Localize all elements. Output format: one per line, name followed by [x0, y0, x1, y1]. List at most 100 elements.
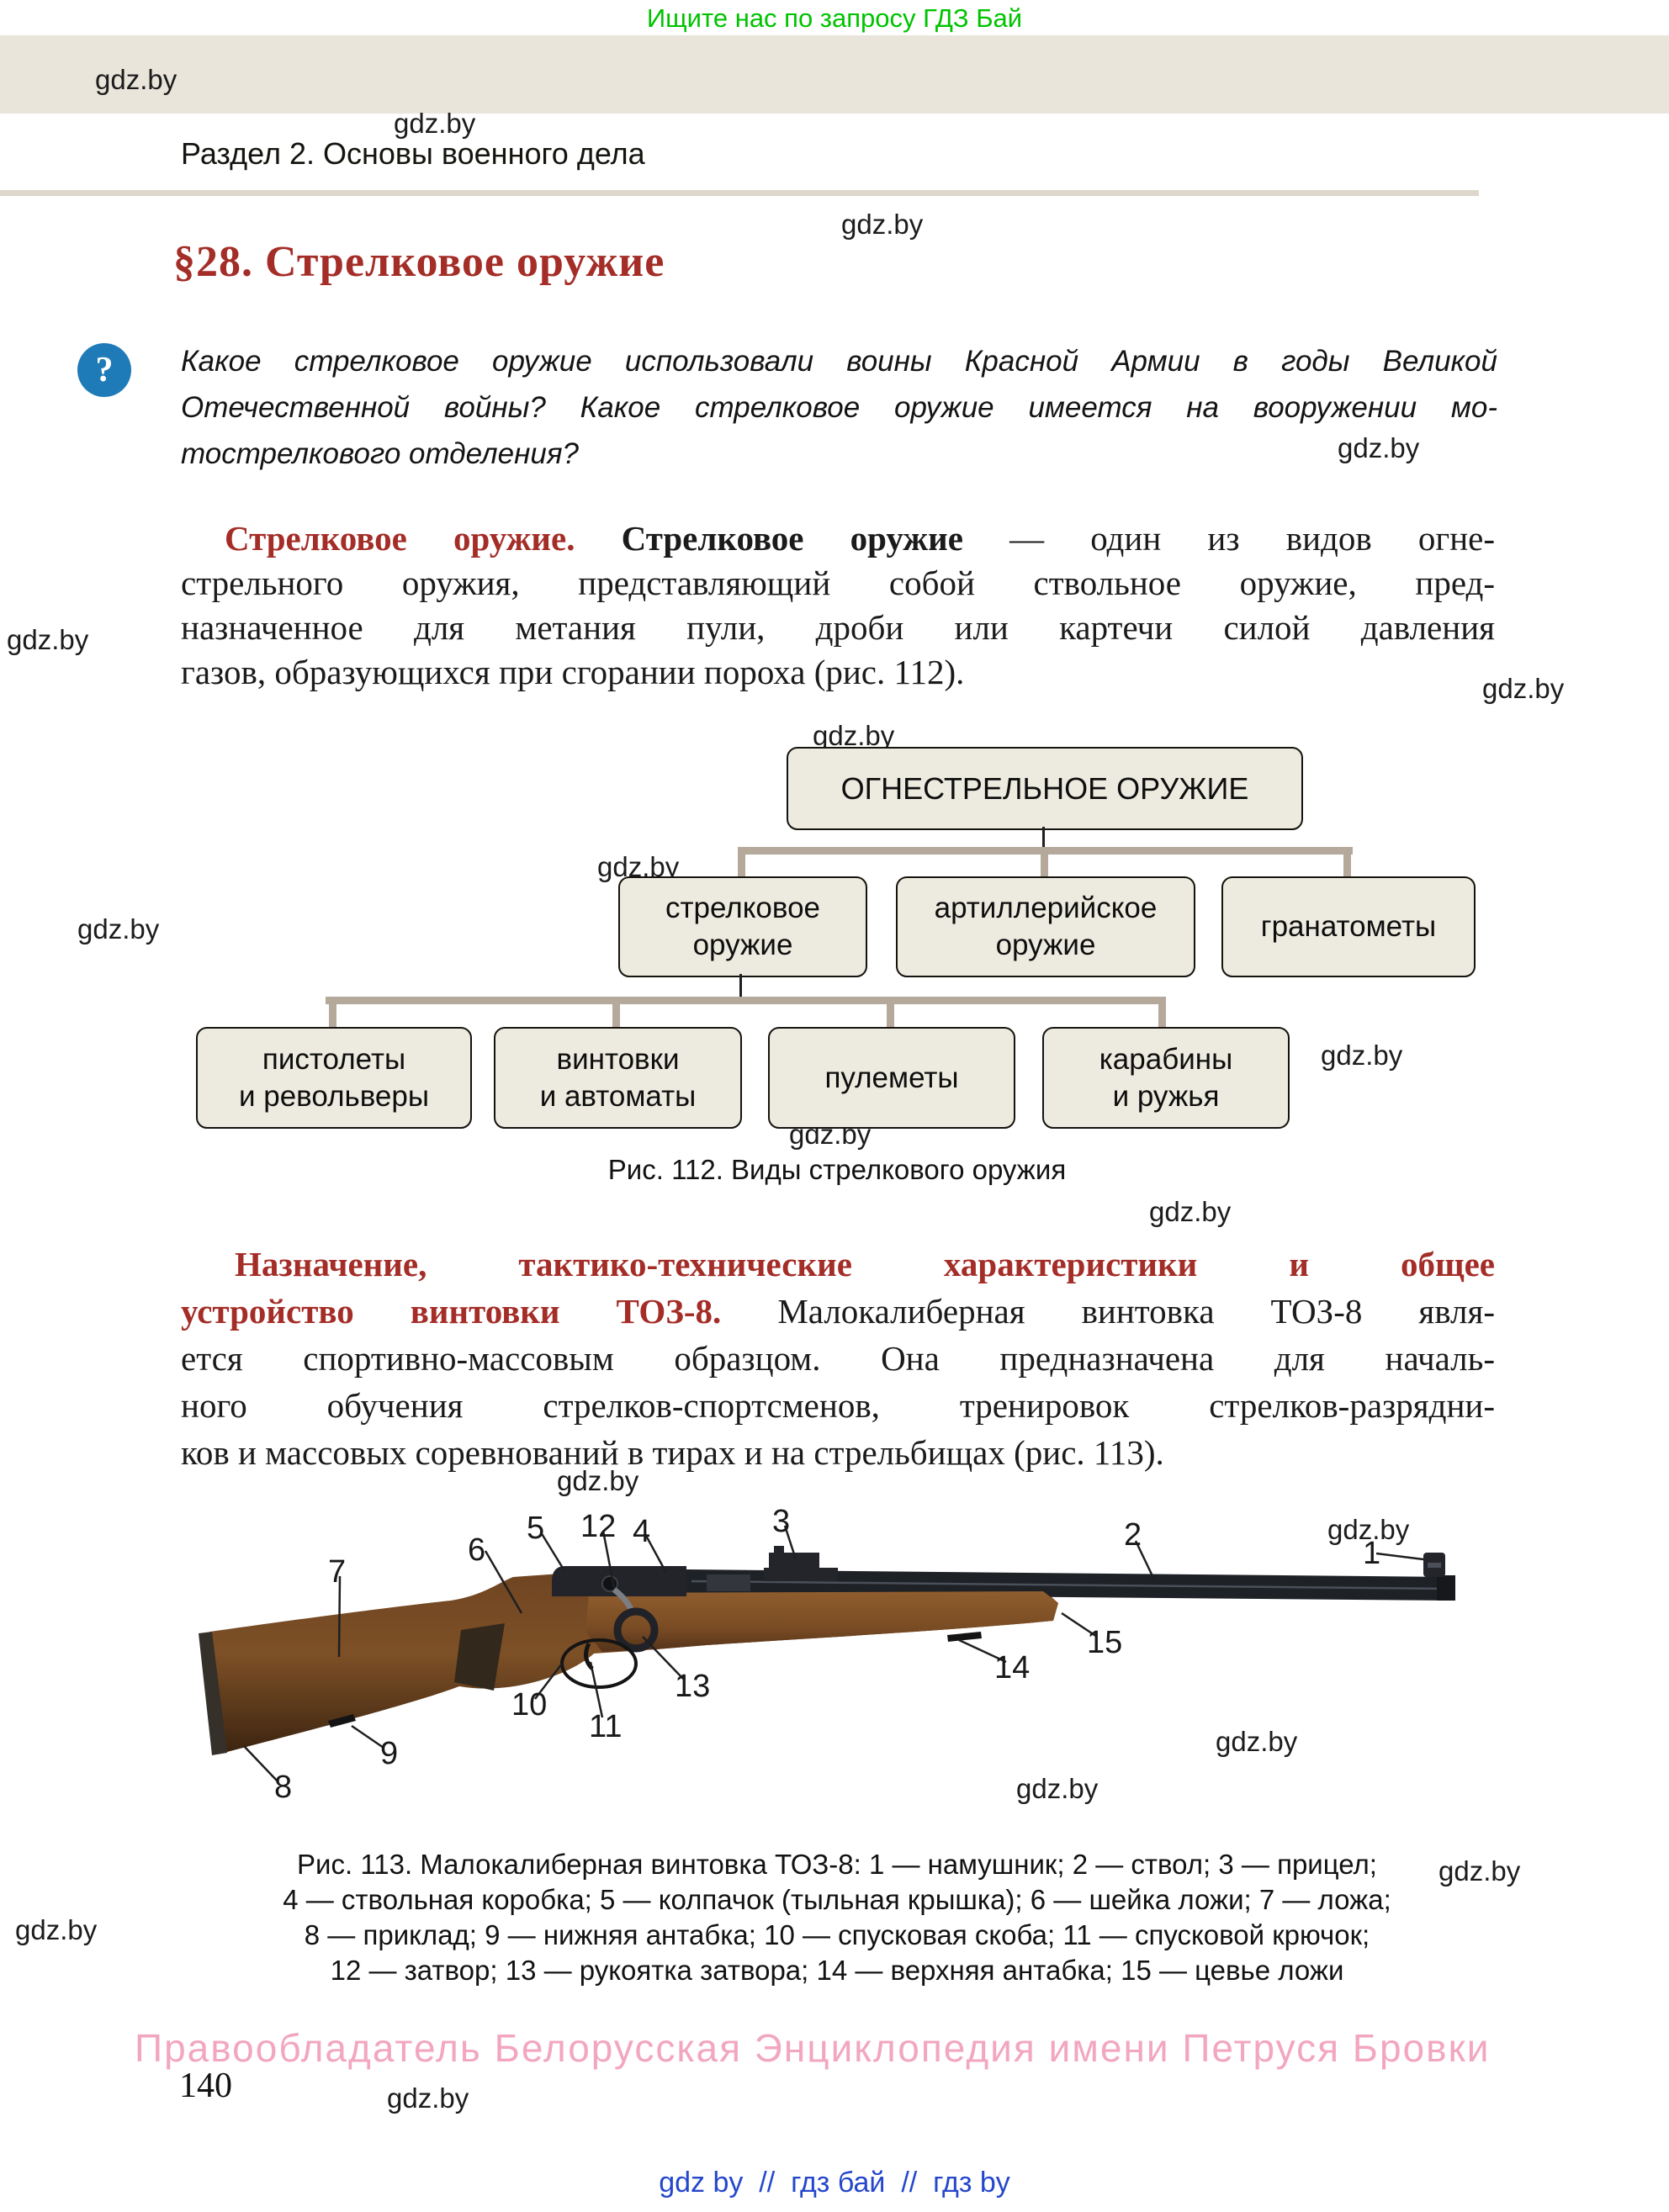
caption-line: 12 — затвор; 13 — рукоятка затвора; 14 —… — [330, 1955, 1344, 1986]
connector-line — [739, 974, 742, 997]
page-number: 140 — [179, 2066, 232, 2105]
watermark: gdz.by — [1321, 1040, 1403, 1071]
watermark: gdz.by — [557, 1465, 639, 1496]
watermark: gdz.by — [387, 2082, 469, 2114]
watermark: gdz.by — [1016, 1773, 1099, 1804]
lead-red: Стрелковое оружие. — [225, 519, 575, 558]
copyright-text: Правообладатель Белорусская Энциклопедия… — [135, 2026, 1491, 2070]
connector-stub — [1041, 855, 1048, 877]
connector-bar — [738, 847, 1353, 855]
box-line: и револьверы — [238, 1079, 430, 1113]
watermark: gdz.by — [1216, 1726, 1298, 1757]
figure-113-caption: Рис. 113. Малокалиберная винтовка ТОЗ-8:… — [181, 1847, 1493, 1988]
figure-label-11: 11 — [589, 1709, 623, 1744]
paragraph-line: ков и массовых соревнований в тирах и на… — [181, 1433, 1164, 1472]
bolt-ring-handle — [613, 1607, 659, 1653]
figure-label-14: 14 — [994, 1650, 1031, 1685]
figure-label-15: 15 — [1087, 1625, 1123, 1660]
paragraph-line: ется спортивно-массовым образцом. Она пр… — [181, 1339, 1495, 1378]
flowchart-box-strelkovoe: стрелковое оружие — [618, 876, 867, 977]
lead-red: устройство винтовки ТОЗ-8. — [181, 1292, 722, 1331]
paragraph-line: стрельного оружия, представляющий собой … — [181, 564, 1495, 602]
figure-label-2: 2 — [1124, 1517, 1142, 1553]
figure-112-caption: Рис. 112. Виды стрелкового оружия — [607, 1154, 1067, 1185]
paragraph-line: ного обучения стрелков-спортсменов, трен… — [181, 1386, 1495, 1425]
watermark: gdz.by — [1338, 432, 1420, 463]
header-band — [0, 35, 1669, 114]
question-mark: ? — [95, 351, 114, 389]
line-rest: — один из видов огне- — [962, 519, 1496, 558]
flowchart-box-vintovki: винтовки и автоматы — [494, 1027, 742, 1129]
flowchart-root-label: ОГНЕСТРЕЛЬНОЕ ОРУЖИЕ — [840, 770, 1249, 806]
lead-bold: Стрелковое оружие — [575, 519, 963, 558]
paragraph-line: назначенное для метания пули, дроби или … — [181, 608, 1495, 647]
figure-label-10: 10 — [511, 1687, 548, 1723]
box-line: карабины — [1099, 1042, 1233, 1076]
header-rule — [0, 190, 1479, 196]
upper-swivel — [947, 1632, 982, 1642]
page-title: §28. Стрелковое оружие — [173, 238, 665, 286]
box-line: пистолеты — [262, 1042, 406, 1076]
caption-line: 4 — ствольная коробка; 5 — колпачок (тыл… — [283, 1884, 1391, 1915]
muzzle-cap — [1437, 1575, 1455, 1601]
paragraph-line: Стрелковое оружие. Стрелковое оружие — о… — [181, 516, 1495, 561]
butt-plate — [199, 1632, 227, 1755]
connector-stub — [1158, 1004, 1166, 1027]
rifle-receiver — [552, 1566, 686, 1596]
box-line: оружие — [995, 929, 1096, 961]
question-line: тострелкового отделения? — [181, 437, 579, 470]
leader-lines — [243, 1525, 1424, 1782]
question-line: Какое стрелковое оружие использовали вои… — [181, 345, 1497, 378]
watermark: gdz.by — [77, 913, 160, 945]
connector-stub — [612, 1004, 620, 1027]
question-icon: ? — [77, 343, 131, 397]
paragraph-line: газов, образующихся при сгорании пороха … — [181, 653, 965, 691]
figure-label-3: 3 — [772, 1504, 791, 1539]
figure-label-5: 5 — [527, 1511, 545, 1546]
watermark: gdz.by — [1439, 1855, 1521, 1887]
paragraph-line: Назначение, тактико-технические характер… — [235, 1245, 1495, 1283]
connector-stub — [738, 855, 745, 877]
flowchart-box-artilleriyskoe: артиллерийское оружие — [896, 876, 1195, 977]
watermark: gdz.by — [1327, 1514, 1410, 1545]
paragraph-2: Назначение, тактико-технические характер… — [181, 1241, 1495, 1476]
flowchart-box-karabiny: карабины и ружья — [1042, 1027, 1290, 1129]
box-line: гранатометы — [1260, 910, 1437, 943]
figure-label-1: 1 — [1363, 1536, 1381, 1571]
figure-label-4: 4 — [633, 1514, 651, 1549]
flowchart-root-box: ОГНЕСТРЕЛЬНОЕ ОРУЖИЕ — [787, 747, 1303, 830]
caption-line: 8 — приклад; 9 — нижняя антабка; 10 — сп… — [304, 1919, 1370, 1950]
watermark: gdz.by — [15, 1914, 98, 1945]
box-line: оружие — [692, 929, 793, 961]
question-block: Какое стрелковое оружие использовали вои… — [181, 338, 1497, 477]
caption-line: Рис. 113. Малокалиберная винтовка ТОЗ-8:… — [297, 1849, 1377, 1880]
connector-stub — [329, 1004, 336, 1027]
rifle-forestock — [585, 1591, 1058, 1652]
section-heading: Раздел 2. Основы военного дела — [181, 136, 645, 171]
watermark: gdz.by — [841, 209, 924, 240]
line-rest: Малокалиберная винтовка ТОЗ-8 явля- — [721, 1292, 1495, 1331]
box-line: артиллерийское — [934, 892, 1158, 924]
watermark: gdz.by — [7, 624, 89, 655]
figure-label-7: 7 — [328, 1554, 347, 1590]
box-line: пулеметы — [824, 1061, 959, 1094]
lower-swivel — [328, 1714, 356, 1728]
figure-label-12: 12 — [580, 1509, 617, 1544]
box-line: винтовки — [556, 1042, 680, 1076]
box-line: стрелковое — [665, 892, 821, 924]
paragraph-line: устройство винтовки ТОЗ-8. Малокалиберна… — [181, 1288, 1495, 1335]
figure-label-6: 6 — [468, 1532, 486, 1568]
figure-label-9: 9 — [380, 1736, 399, 1771]
footer-links[interactable]: gdz by // гдз бай // гдз by — [659, 2167, 1010, 2199]
ejection-port — [707, 1574, 750, 1591]
box-line: и автоматы — [539, 1079, 697, 1113]
watermark: gdz.by — [394, 108, 476, 139]
flowchart-box-pulemety: пулеметы — [768, 1027, 1015, 1129]
flowchart-box-pistolety: пистолеты и револьверы — [196, 1027, 472, 1129]
question-line: Отечественной войны? Какое стрелковое ор… — [181, 391, 1497, 424]
watermark: gdz.by — [1482, 673, 1565, 704]
connector-stub — [1343, 855, 1351, 877]
connector-stub — [887, 1004, 894, 1027]
figure-label-13: 13 — [675, 1669, 711, 1704]
